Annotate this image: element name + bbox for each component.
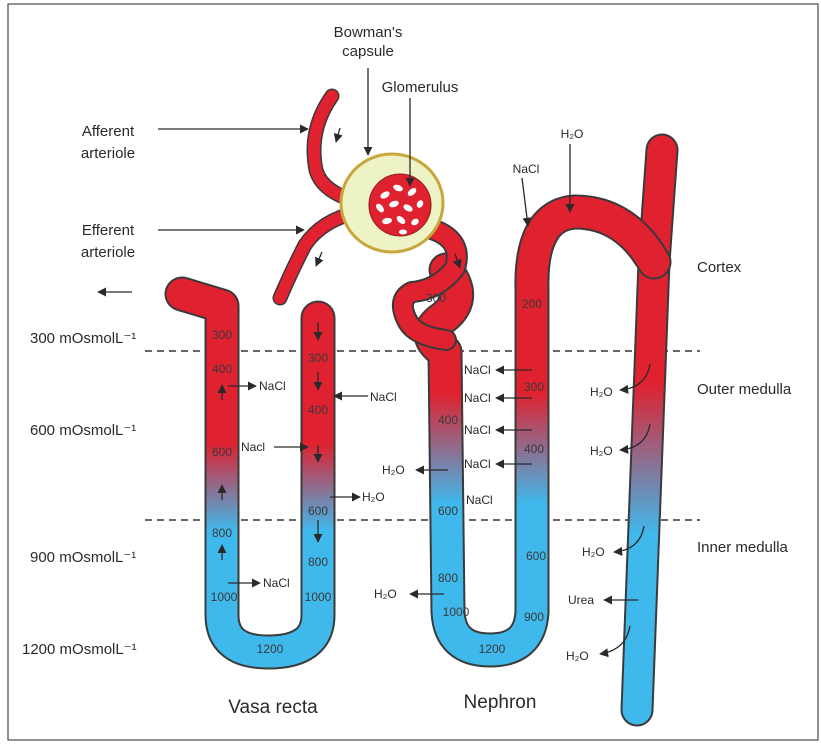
osmolality-labels: 300 mOsmolL⁻¹ 600 mOsmolL⁻¹ 900 mOsmolL⁻… <box>22 330 137 658</box>
cd-h2o-label: H₂O <box>566 649 589 663</box>
nephron-desc-value: 1000 <box>443 605 470 619</box>
vasa-desc-value: 600 <box>212 445 232 459</box>
vasa-desc-value: 1000 <box>211 590 238 604</box>
efferent-label-line1: Efferent <box>82 222 135 239</box>
vasa-desc-value: 800 <box>212 526 232 540</box>
vasa-desc-value: 400 <box>212 362 232 376</box>
vasa-h2o-label: H₂O <box>362 490 385 504</box>
cd-h2o-label: H₂O <box>590 444 613 458</box>
vasa-nacl-alt-label: Nacl <box>241 440 265 454</box>
nephron-asc-value: 600 <box>526 549 546 563</box>
osm-900: 900 mOsmolL⁻¹ <box>30 549 136 566</box>
cd-h2o-label: H₂O <box>582 545 605 559</box>
nephron-nacl-label: NaCl <box>464 423 491 437</box>
nephron-label: Nephron <box>464 692 537 713</box>
zone-labels: Cortex Outer medulla Inner medulla <box>697 259 792 556</box>
nephron-h2o-label: H₂O <box>382 463 405 477</box>
nephron-nacl-label: NaCl <box>464 391 491 405</box>
glomerulus-label: Glomerulus <box>382 79 459 96</box>
inner-medulla-label: Inner medulla <box>697 539 789 556</box>
osm-600: 600 mOsmolL⁻¹ <box>30 422 136 439</box>
nephron-asc-value: 200 <box>522 297 542 311</box>
vasa-nacl-label: NaCl <box>263 576 290 590</box>
nephron-desc-value: 800 <box>438 571 458 585</box>
nephron-nacl-label: NaCl <box>466 493 493 507</box>
efferent-label-line2: arteriole <box>81 244 135 261</box>
vasa-recta <box>182 294 318 652</box>
nephron-nacl-label: NaCl <box>464 363 491 377</box>
vasa-bottom-value: 1200 <box>257 642 284 656</box>
cd-h2o-label: H₂O <box>590 385 613 399</box>
osm-300: 300 mOsmolL⁻¹ <box>30 330 136 347</box>
frame <box>8 4 818 740</box>
osm-1200: 1200 mOsmolL⁻¹ <box>22 641 137 658</box>
nephron-asc-value: 400 <box>524 442 544 456</box>
nephron-asc-value: 300 <box>524 380 544 394</box>
nephron-nacl-label: NaCl <box>464 457 491 471</box>
vasa-recta-label: Vasa recta <box>228 697 318 718</box>
vasa-asc-value: 400 <box>308 403 328 417</box>
nephron-bottom-value: 1200 <box>479 642 506 656</box>
afferent-label-line1: Afferent <box>82 123 135 140</box>
outer-medulla-label: Outer medulla <box>697 381 792 398</box>
nephron-pct-value: 300 <box>426 291 446 305</box>
nephron-asc-value: 900 <box>524 610 544 624</box>
vasa-nacl-label: NaCl <box>370 390 397 404</box>
caption-labels: Vasa recta Nephron <box>228 692 536 718</box>
vasa-asc-value: 1000 <box>305 590 332 604</box>
bowman-label-line1: Bowman's <box>334 24 403 41</box>
nephron-nacl-label: NaCl <box>513 162 540 176</box>
vasa-exchange-arrows <box>228 386 368 583</box>
afferent-label-line2: arteriole <box>81 145 135 162</box>
vasa-asc-value: 600 <box>308 504 328 518</box>
nephron-desc-value: 400 <box>438 413 458 427</box>
nephron-desc-value: 600 <box>438 504 458 518</box>
cortex-label: Cortex <box>697 259 742 276</box>
nephron-h2o-label: H₂O <box>374 587 397 601</box>
vasa-nacl-label: NaCl <box>259 379 286 393</box>
cd-urea-label: Urea <box>568 593 594 607</box>
vasa-desc-value: 300 <box>212 328 232 342</box>
vasa-asc-value: 800 <box>308 555 328 569</box>
vasa-asc-value: 300 <box>308 351 328 365</box>
bowman-label-line2: capsule <box>342 43 394 60</box>
nephron-h2o-label: H₂O <box>561 127 584 141</box>
